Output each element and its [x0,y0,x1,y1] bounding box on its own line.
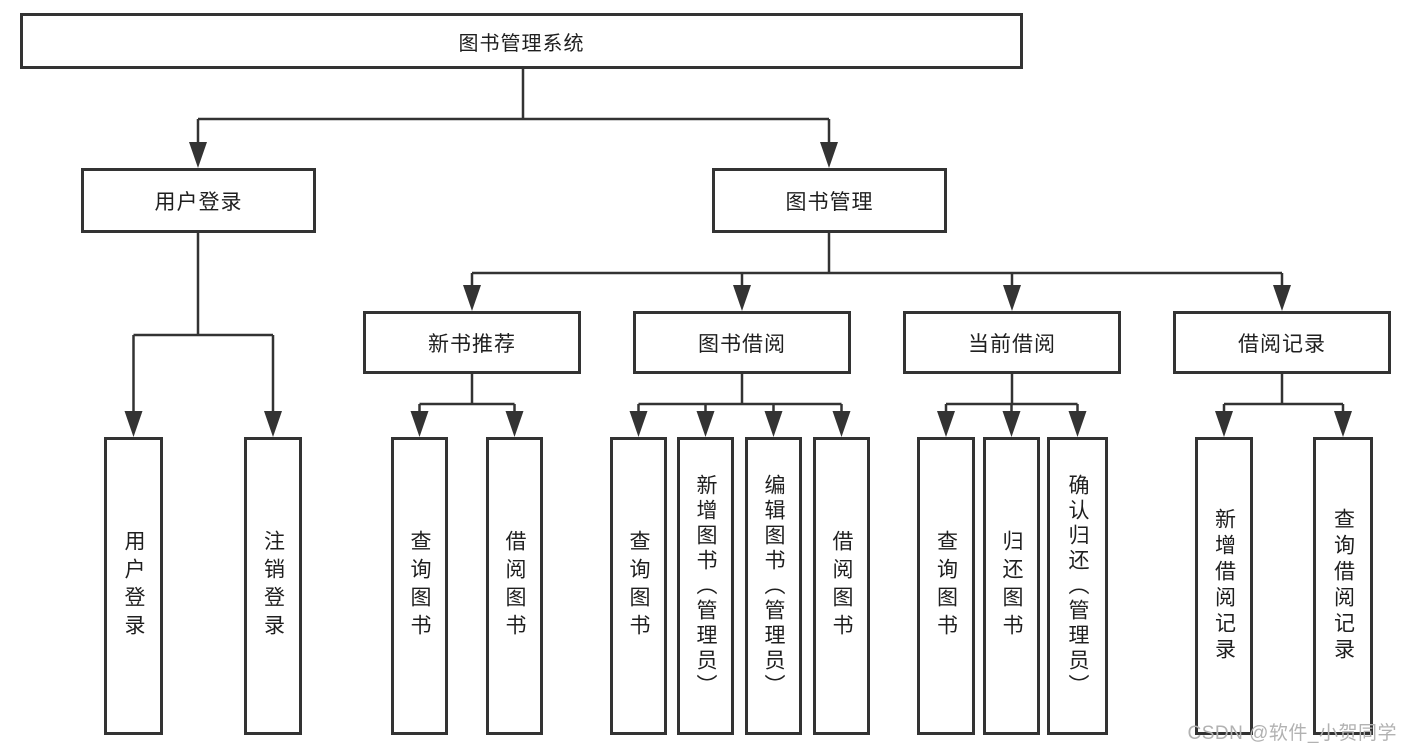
node-current-borrow: 当前借阅 [903,311,1121,374]
leaf-bb-borrow-books: 借阅图书 [813,437,870,735]
node-root: 图书管理系统 [20,13,1023,69]
node-borrow-records: 借阅记录 [1173,311,1391,374]
leaf-user-login-label: 用户登录 [122,530,145,642]
leaf-br-query-record: 查询借阅记录 [1313,437,1373,735]
node-root-label: 图书管理系统 [458,32,585,55]
node-user-login: 用户登录 [81,168,316,233]
leaf-user-login: 用户登录 [104,437,163,735]
node-book-management: 图书管理 [712,168,947,233]
leaf-bb-add-books-admin-label: 新增图书（管理员） [694,473,717,699]
leaf-br-add-record-label: 新增借阅记录 [1212,508,1236,664]
leaf-cb-return-books-label: 归还图书 [1000,530,1023,642]
leaf-nb-borrow-books: 借阅图书 [486,437,543,735]
leaf-cb-confirm-return-admin: 确认归还（管理员） [1047,437,1108,735]
node-borrow-records-label: 借阅记录 [1238,332,1326,356]
leaf-logout-label: 注销登录 [261,530,285,642]
leaf-nb-query-books-label: 查询图书 [408,530,431,642]
node-current-borrow-label: 当前借阅 [968,332,1056,356]
leaf-bb-edit-books-admin: 编辑图书（管理员） [745,437,802,735]
leaf-nb-query-books: 查询图书 [391,437,448,735]
leaf-bb-borrow-books-label: 借阅图书 [830,530,853,642]
arrowheads [124,142,1352,437]
watermark: CSDN @软件_小贺同学 [1187,723,1397,744]
leaf-nb-borrow-books-label: 借阅图书 [503,530,526,642]
node-new-book-recommend: 新书推荐 [363,311,581,374]
leaf-cb-query-books: 查询图书 [917,437,975,735]
leaf-cb-query-books-label: 查询图书 [934,530,958,642]
node-book-borrow: 图书借阅 [633,311,851,374]
leaf-bb-query-books: 查询图书 [610,437,667,735]
leaf-bb-add-books-admin: 新增图书（管理员） [677,437,734,735]
leaf-bb-edit-books-admin-label: 编辑图书（管理员） [762,473,785,699]
node-new-book-recommend-label: 新书推荐 [428,332,516,356]
leaf-cb-confirm-return-admin-label: 确认归还（管理员） [1066,473,1089,699]
leaf-bb-query-books-label: 查询图书 [627,530,650,642]
node-book-borrow-label: 图书借阅 [698,332,786,356]
leaf-logout: 注销登录 [244,437,302,735]
node-book-management-label: 图书管理 [785,190,874,214]
leaf-br-add-record: 新增借阅记录 [1195,437,1253,735]
node-user-login-label: 用户登录 [154,190,243,214]
leaf-br-query-record-label: 查询借阅记录 [1331,508,1355,664]
leaf-cb-return-books: 归还图书 [983,437,1040,735]
